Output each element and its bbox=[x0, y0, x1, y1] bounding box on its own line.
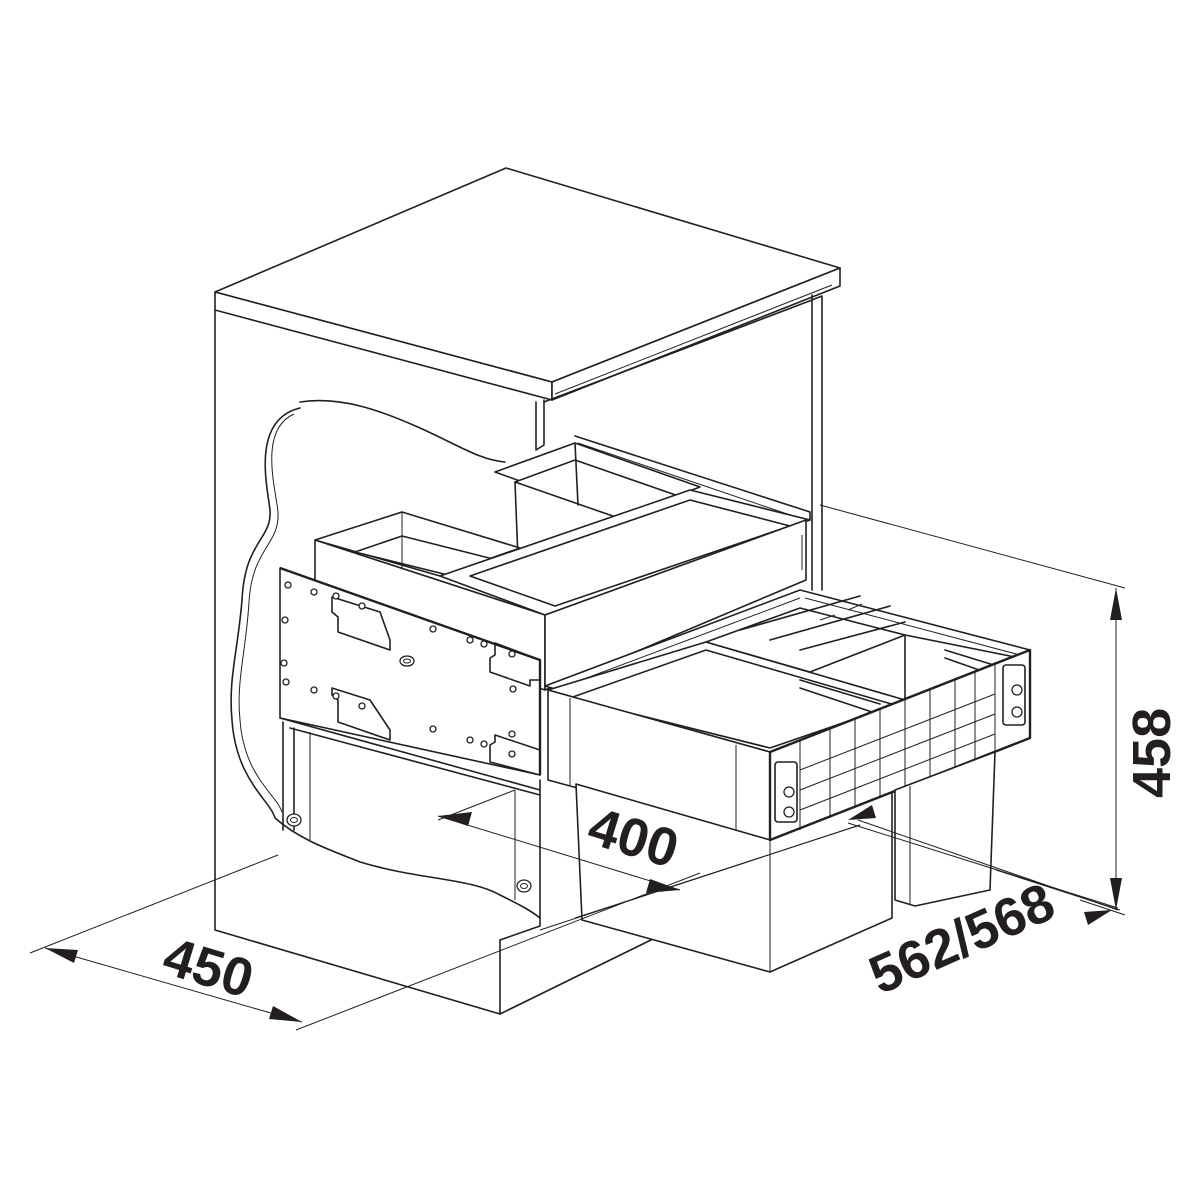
cutaway-outline bbox=[230, 399, 541, 919]
upper-bins bbox=[314, 435, 811, 691]
small-bin-body bbox=[894, 751, 996, 907]
pullout-bins bbox=[544, 589, 1032, 973]
cabinet bbox=[214, 167, 841, 1015]
front-mounting-panel bbox=[279, 566, 542, 926]
dimension-lines bbox=[29, 504, 1126, 1031]
dimension-458-label: 458 bbox=[1122, 708, 1182, 798]
worktop-top bbox=[214, 167, 841, 383]
upper-drawer-side bbox=[544, 519, 807, 691]
